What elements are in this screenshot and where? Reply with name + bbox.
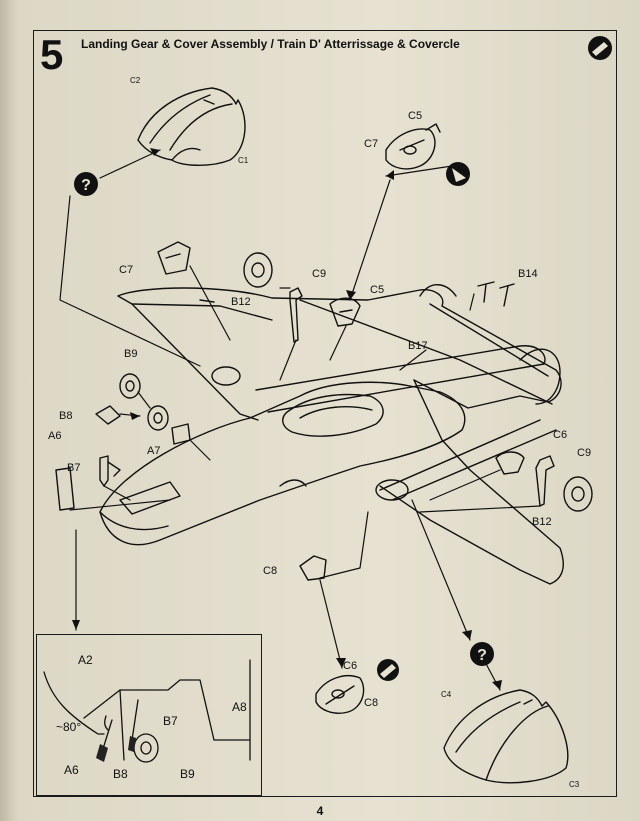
label-c3: C3 bbox=[569, 780, 580, 789]
label-c8-bottom: C8 bbox=[364, 697, 379, 709]
inset-label-a6: A6 bbox=[64, 763, 79, 777]
svg-text:?: ? bbox=[477, 647, 487, 664]
arrow-heads bbox=[72, 148, 502, 690]
label-b8: B8 bbox=[59, 410, 73, 422]
label-c7-top: C7 bbox=[364, 138, 379, 150]
label-c6-right: C6 bbox=[553, 429, 568, 441]
page-number: 4 bbox=[316, 804, 324, 818]
label-c4: C4 bbox=[441, 690, 452, 699]
label-a6: A6 bbox=[48, 430, 62, 442]
question-icon: ? bbox=[74, 172, 98, 196]
part-right-strut bbox=[495, 451, 593, 512]
label-b14: B14 bbox=[518, 268, 538, 280]
label-a7: A7 bbox=[147, 445, 161, 457]
leader-lines bbox=[59, 149, 541, 691]
svg-text:?: ? bbox=[81, 177, 91, 194]
part-b7 bbox=[99, 455, 121, 487]
step-title: Landing Gear & Cover Assembly / Train D'… bbox=[81, 37, 460, 51]
glue-tube-icon-bottom bbox=[377, 659, 399, 681]
part-c6-c8-bottom bbox=[315, 675, 365, 714]
step-frame bbox=[33, 30, 617, 797]
label-c2: C2 bbox=[130, 76, 141, 85]
inset-label-b8: B8 bbox=[113, 767, 128, 781]
label-c5-mid: C5 bbox=[370, 284, 385, 296]
part-a6 bbox=[55, 467, 75, 511]
label-b12-right: B12 bbox=[532, 516, 552, 528]
label-b12-left: B12 bbox=[231, 296, 251, 308]
label-b17: B17 bbox=[408, 340, 428, 352]
part-c5-c7-top bbox=[385, 123, 441, 170]
inset-label-a2: A2 bbox=[78, 653, 93, 667]
part-c5-mid bbox=[329, 297, 361, 327]
part-a7 bbox=[171, 423, 191, 445]
part-c8-mid bbox=[299, 555, 327, 581]
inset-drawing bbox=[43, 659, 251, 763]
inset-label-b7: B7 bbox=[163, 714, 178, 728]
label-c1: C1 bbox=[238, 156, 249, 165]
part-b14 bbox=[477, 281, 515, 307]
label-c6-bottom: C6 bbox=[343, 660, 358, 672]
inset-label-b9: B9 bbox=[180, 767, 195, 781]
label-c8-mid: C8 bbox=[263, 565, 278, 577]
glue-tube-icon bbox=[588, 36, 612, 60]
label-b7: B7 bbox=[67, 462, 81, 474]
step-number: 5 bbox=[40, 31, 64, 78]
label-c9-left: C9 bbox=[312, 268, 327, 280]
label-b9: B9 bbox=[124, 348, 138, 360]
cover-c1-c2-drawing bbox=[137, 87, 246, 166]
cover-c3-c4-drawing bbox=[443, 689, 569, 784]
paint-drop-icon bbox=[446, 162, 470, 186]
part-b12-left bbox=[243, 252, 303, 343]
inset-label-a8: A8 bbox=[232, 700, 247, 714]
aircraft-drawing bbox=[99, 284, 564, 585]
question-icon-bottom: ? bbox=[470, 642, 494, 666]
part-b8 bbox=[95, 405, 121, 425]
part-c7-left bbox=[157, 241, 191, 275]
label-c5-top: C5 bbox=[408, 110, 423, 122]
part-b9 bbox=[119, 373, 169, 431]
inset-label-angle: ~80° bbox=[56, 720, 82, 734]
label-c9-right: C9 bbox=[577, 447, 592, 459]
detail-inset bbox=[36, 634, 262, 796]
label-c7-left: C7 bbox=[119, 264, 134, 276]
